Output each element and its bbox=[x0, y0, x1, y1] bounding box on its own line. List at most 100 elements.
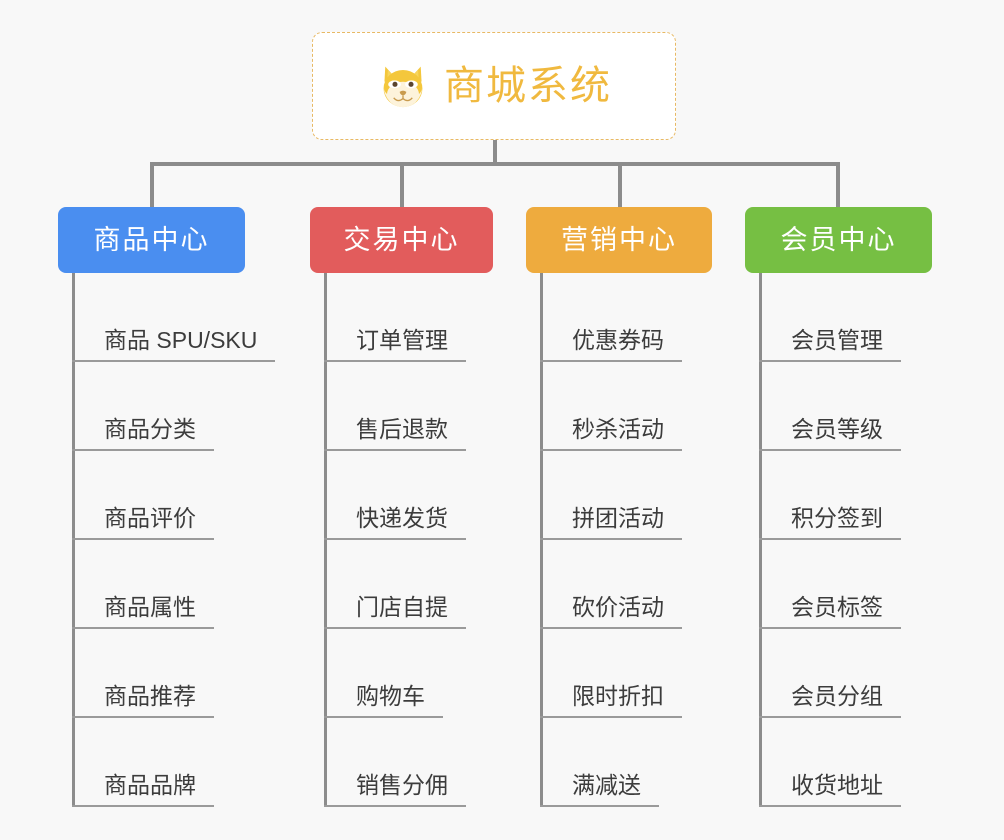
root-node-shop-system[interactable]: 商城系统 bbox=[312, 32, 676, 140]
leaf-item[interactable]: 售后退款 bbox=[324, 362, 493, 451]
category-header-2[interactable]: 交易中心 bbox=[310, 207, 493, 273]
leaf-spine bbox=[540, 273, 543, 807]
leaf-item[interactable]: 会员标签 bbox=[759, 540, 932, 629]
leaf-item-underline: 秒杀活动 bbox=[540, 415, 682, 451]
leaf-item-label: 积分签到 bbox=[791, 504, 883, 531]
connector-horizontal-bus bbox=[150, 162, 840, 166]
leaf-item-label: 收货地址 bbox=[791, 771, 883, 798]
leaf-item-label: 砍价活动 bbox=[572, 593, 664, 620]
connector-drop-4 bbox=[836, 164, 840, 208]
leaf-list: 商品 SPU/SKU 商品分类商品评价商品属性商品推荐商品品牌 bbox=[58, 273, 276, 807]
leaf-item-underline: 商品分类 bbox=[72, 415, 214, 451]
leaf-item-underline: 积分签到 bbox=[759, 504, 901, 540]
leaf-item-underline: 门店自提 bbox=[324, 593, 466, 629]
leaf-item[interactable]: 销售分佣 bbox=[324, 718, 493, 807]
leaf-item[interactable]: 拼团活动 bbox=[540, 451, 712, 540]
leaf-item[interactable]: 商品分类 bbox=[72, 362, 245, 451]
leaf-item[interactable]: 积分签到 bbox=[759, 451, 932, 540]
leaf-item-underline: 会员分组 bbox=[759, 682, 901, 718]
leaf-item-underline: 会员标签 bbox=[759, 593, 901, 629]
leaf-item[interactable]: 会员分组 bbox=[759, 629, 932, 718]
leaf-item[interactable]: 商品评价 bbox=[72, 451, 245, 540]
leaf-item-underline: 售后退款 bbox=[324, 415, 466, 451]
connector-drop-1 bbox=[150, 164, 154, 208]
leaf-item-label: 商品 SPU/SKU bbox=[104, 326, 258, 353]
category-column-2: 交易中心订单管理售后退款快递发货门店自提购物车销售分佣 bbox=[310, 207, 493, 807]
leaf-item-underline: 优惠券码 bbox=[540, 326, 682, 362]
leaf-item-label: 购物车 bbox=[356, 682, 425, 709]
leaf-item-underline: 快递发货 bbox=[324, 504, 466, 540]
leaf-item-underline: 收货地址 bbox=[759, 771, 901, 807]
leaf-item-underline: 商品属性 bbox=[72, 593, 214, 629]
leaf-list: 优惠券码秒杀活动拼团活动砍价活动限时折扣满减送 bbox=[526, 273, 712, 807]
leaf-list: 订单管理售后退款快递发货门店自提购物车销售分佣 bbox=[310, 273, 493, 807]
connector-drop-3 bbox=[618, 164, 622, 208]
category-column-3: 营销中心优惠券码秒杀活动拼团活动砍价活动限时折扣满减送 bbox=[526, 207, 712, 807]
leaf-item-label: 会员管理 bbox=[791, 326, 883, 353]
leaf-item-label: 商品属性 bbox=[104, 593, 196, 620]
leaf-item-label: 会员标签 bbox=[791, 593, 883, 620]
leaf-item[interactable]: 限时折扣 bbox=[540, 629, 712, 718]
leaf-item-underline: 会员管理 bbox=[759, 326, 901, 362]
leaf-item-underline: 砍价活动 bbox=[540, 593, 682, 629]
leaf-item-underline: 订单管理 bbox=[324, 326, 466, 362]
leaf-item-underline: 商品品牌 bbox=[72, 772, 214, 807]
leaf-item[interactable]: 购物车 bbox=[324, 629, 493, 718]
leaf-item[interactable]: 会员等级 bbox=[759, 362, 932, 451]
leaf-item-label: 销售分佣 bbox=[356, 771, 448, 798]
leaf-item-label: 商品推荐 bbox=[104, 682, 196, 709]
leaf-item[interactable]: 满减送 bbox=[540, 718, 712, 807]
category-column-1: 商品中心商品 SPU/SKU 商品分类商品评价商品属性商品推荐商品品牌 bbox=[58, 207, 276, 807]
leaf-item-label: 会员分组 bbox=[791, 682, 883, 709]
category-label: 商品中心 bbox=[93, 224, 210, 255]
leaf-item-underline: 满减送 bbox=[540, 771, 659, 807]
category-header-4[interactable]: 会员中心 bbox=[745, 207, 932, 273]
leaf-spine bbox=[324, 273, 327, 807]
leaf-item[interactable]: 商品品牌 bbox=[72, 718, 245, 807]
category-label: 会员中心 bbox=[780, 224, 897, 255]
leaf-item-label: 秒杀活动 bbox=[572, 415, 664, 442]
category-column-4: 会员中心会员管理会员等级积分签到会员标签会员分组收货地址 bbox=[745, 207, 932, 807]
leaf-item-underline: 商品推荐 bbox=[72, 682, 214, 718]
leaf-item-underline: 商品 SPU/SKU bbox=[72, 326, 276, 362]
leaf-item[interactable]: 商品推荐 bbox=[72, 629, 245, 718]
leaf-list: 会员管理会员等级积分签到会员标签会员分组收货地址 bbox=[745, 273, 932, 807]
leaf-item[interactable]: 门店自提 bbox=[324, 540, 493, 629]
leaf-item-label: 门店自提 bbox=[356, 593, 448, 620]
leaf-item-underline: 销售分佣 bbox=[324, 771, 466, 807]
leaf-item[interactable]: 商品 SPU/SKU bbox=[72, 273, 276, 362]
connector-root-stem bbox=[493, 140, 497, 164]
leaf-item[interactable]: 秒杀活动 bbox=[540, 362, 712, 451]
leaf-item-label: 商品评价 bbox=[104, 504, 196, 531]
leaf-item[interactable]: 优惠券码 bbox=[540, 273, 712, 362]
leaf-item-label: 商品分类 bbox=[104, 415, 196, 442]
category-header-3[interactable]: 营销中心 bbox=[526, 207, 712, 273]
leaf-item-label: 限时折扣 bbox=[572, 682, 664, 709]
leaf-item[interactable]: 砍价活动 bbox=[540, 540, 712, 629]
leaf-item-label: 售后退款 bbox=[356, 415, 448, 442]
shiba-dog-face-icon bbox=[383, 66, 423, 108]
leaf-item-label: 优惠券码 bbox=[572, 326, 664, 353]
category-header-1[interactable]: 商品中心 bbox=[58, 207, 245, 273]
leaf-item[interactable]: 订单管理 bbox=[324, 273, 493, 362]
leaf-item-underline: 拼团活动 bbox=[540, 504, 682, 540]
leaf-item[interactable]: 收货地址 bbox=[759, 718, 932, 807]
leaf-item-label: 订单管理 bbox=[356, 326, 448, 353]
leaf-spine bbox=[72, 273, 75, 807]
leaf-item-underline: 商品评价 bbox=[72, 504, 214, 540]
category-label: 营销中心 bbox=[561, 224, 677, 255]
leaf-item-underline: 购物车 bbox=[324, 682, 443, 718]
root-title: 商城系统 bbox=[444, 64, 612, 108]
leaf-item-label: 会员等级 bbox=[791, 415, 883, 442]
leaf-item-label: 满减送 bbox=[572, 771, 641, 798]
category-label: 交易中心 bbox=[343, 224, 460, 255]
leaf-item-label: 拼团活动 bbox=[572, 504, 664, 531]
leaf-item[interactable]: 商品属性 bbox=[72, 540, 245, 629]
leaf-item[interactable]: 快递发货 bbox=[324, 451, 493, 540]
leaf-item[interactable]: 会员管理 bbox=[759, 273, 932, 362]
connector-drop-2 bbox=[400, 164, 404, 208]
leaf-item-underline: 限时折扣 bbox=[540, 682, 682, 718]
leaf-item-label: 快递发货 bbox=[356, 504, 448, 531]
leaf-item-underline: 会员等级 bbox=[759, 415, 901, 451]
